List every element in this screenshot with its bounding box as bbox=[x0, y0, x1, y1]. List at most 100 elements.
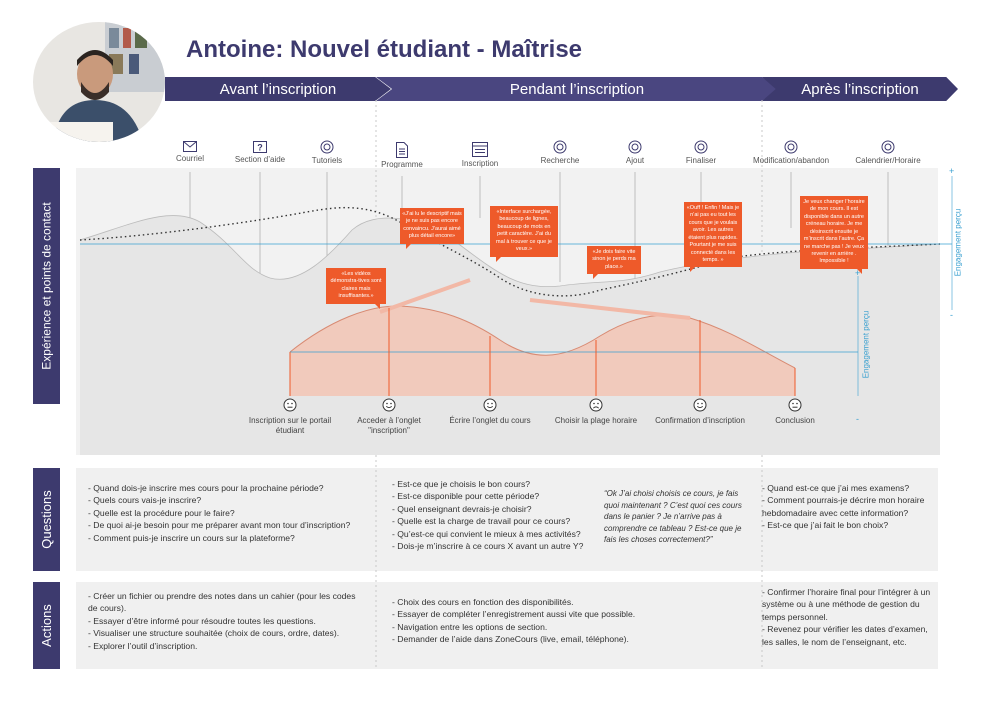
milestone-label: Choisir la plage horaire bbox=[554, 416, 638, 425]
form-icon bbox=[472, 142, 488, 157]
touchpoint-program: Programme bbox=[352, 142, 452, 169]
phase-after-registration: Après l’inscription bbox=[762, 77, 958, 101]
actions-before: - Créer un fichier ou prendre des notes … bbox=[88, 590, 358, 652]
student-quote: “Ok J’ai choisi choisis ce cours, je fai… bbox=[604, 489, 742, 545]
questions-during: - Est-ce que je choisis le bon cours? - … bbox=[392, 478, 604, 553]
svg-text:?: ? bbox=[257, 143, 263, 153]
action-item: - Demander de l’aide dans ZoneCours (liv… bbox=[392, 634, 629, 645]
touchpoint-email: Courriel bbox=[140, 141, 240, 163]
touchpoint-label: Modification/abandon bbox=[752, 156, 830, 165]
touchpoint-search: Recherche bbox=[510, 140, 610, 165]
section-actions: Actions bbox=[33, 582, 60, 669]
target-icon bbox=[784, 140, 798, 154]
milestone-time-slot: Choisir la plage horaire bbox=[546, 398, 646, 426]
neutral-face-icon bbox=[788, 398, 802, 412]
action-item: - Confirmer l’horaire final pour l’intég… bbox=[762, 587, 931, 622]
touchpoint-label: Inscription bbox=[461, 159, 499, 168]
milestone-label: Écrire l’onglet du cours bbox=[449, 416, 531, 425]
quote-bubble-videos: «Les vidéos démonstra-tives sont claires… bbox=[326, 268, 386, 309]
touchpoint-modification: Modification/abandon bbox=[741, 140, 841, 165]
actions-panel bbox=[76, 582, 938, 669]
sad-face-icon bbox=[589, 398, 603, 412]
question-item: - Quels cours vais-je inscrire? bbox=[88, 495, 202, 506]
milestone-course-tab: Écrire l’onglet du cours bbox=[440, 398, 540, 426]
touchpoint-finalize: Finaliser bbox=[651, 140, 751, 165]
engagement-label-top: Engagement perçu bbox=[953, 208, 963, 277]
touchpoint-label: Tutoriels bbox=[311, 156, 343, 165]
neutral-face-icon bbox=[283, 398, 297, 412]
milestone-label: Confirmation d’inscription bbox=[655, 416, 745, 425]
mail-icon bbox=[183, 141, 197, 152]
questions-after: - Quand est-ce que j’ai mes examens? - C… bbox=[762, 482, 930, 532]
touchpoint-label: Finaliser bbox=[685, 156, 717, 165]
touchpoint-label: Recherche bbox=[540, 156, 580, 165]
action-item: - Essayer de compléter l’enregistrement … bbox=[392, 609, 636, 620]
engagement-minus-bottom: - bbox=[856, 414, 859, 424]
target-icon bbox=[628, 140, 642, 154]
section-questions: Questions bbox=[33, 468, 60, 571]
engagement-plus-top: + bbox=[949, 166, 955, 176]
touchpoint-label: Programme bbox=[381, 160, 423, 169]
actions-after: - Confirmer l’horaire final pour l’intég… bbox=[762, 586, 934, 648]
milestone-label: Acceder à l’onglet "inscription" bbox=[357, 416, 421, 435]
touchpoint-label: Section d’aide bbox=[234, 155, 286, 164]
question-item: - Dois-je m’inscrire à ce cours X avant … bbox=[392, 541, 584, 552]
question-item: - Comment pourrais-je décrire mon horair… bbox=[762, 495, 925, 518]
milestone-label: Inscription sur le portail étudiant bbox=[248, 416, 332, 435]
touchpoint-add: Ajout bbox=[585, 140, 685, 165]
question-item: - Quel enseignant devrais-je choisir? bbox=[392, 503, 532, 514]
action-item: - Créer un fichier ou prendre des notes … bbox=[88, 591, 356, 614]
engagement-minus-top: - bbox=[950, 310, 953, 320]
action-item: - Navigation entre les options de sectio… bbox=[392, 621, 548, 632]
question-item: - De quoi ai-je besoin pour me préparer … bbox=[88, 520, 351, 531]
question-item: - Qu’est-ce qui convient le mieux à mes … bbox=[392, 528, 581, 539]
target-icon bbox=[694, 140, 708, 154]
document-icon bbox=[396, 142, 408, 158]
touchpoint-label: Courriel bbox=[175, 154, 204, 163]
target-icon bbox=[881, 140, 895, 154]
happy-face-icon bbox=[382, 398, 396, 412]
touchpoint-label: Ajout bbox=[625, 156, 645, 165]
happy-face-icon bbox=[483, 398, 497, 412]
milestone-portal: Inscription sur le portail étudiant bbox=[240, 398, 340, 435]
action-item: - Explorer l’outil d’inscription. bbox=[88, 640, 198, 651]
phase-before-registration: Avant l’inscription bbox=[165, 77, 391, 101]
questions-before: - Quand dois-je inscrire mes cours pour … bbox=[88, 482, 364, 544]
touchpoint-calendar: Calendrier/Horaire bbox=[838, 140, 938, 165]
quote-bubble-program: «J’ai lu le descriptif mais je ne suis p… bbox=[400, 208, 464, 249]
quote-bubble-interface: «Interface surchargée, beaucoup de ligne… bbox=[490, 206, 558, 262]
action-item: - Revenez pour vérifier les dates d’exam… bbox=[762, 624, 928, 647]
action-item: - Essayer d’être informé pour résoudre t… bbox=[88, 615, 316, 626]
help-icon: ? bbox=[253, 141, 267, 153]
quote-bubble-hurry: «Je dois faire vite sinon je perds ma pl… bbox=[587, 246, 641, 280]
question-item: - Quand est-ce que j’ai mes examens? bbox=[762, 483, 910, 493]
target-icon bbox=[320, 140, 334, 154]
question-item: - Comment puis-je inscrire un cours sur … bbox=[88, 532, 295, 543]
target-icon bbox=[553, 140, 567, 154]
page-title: Antoine: Nouvel étudiant - Maîtrise bbox=[186, 36, 583, 63]
question-item: - Quelle est la procédure pour le faire? bbox=[88, 507, 235, 518]
milestone-conclusion: Conclusion bbox=[745, 398, 845, 426]
action-item: - Visualiser une structure souhaitée (ch… bbox=[88, 628, 340, 639]
quote-bubble-finalize: «Ouff ! Enfin ! Mais je n’ai pas eu tout… bbox=[684, 202, 742, 273]
touchpoint-label: Calendrier/Horaire bbox=[855, 156, 921, 165]
question-item: - Quand dois-je inscrire mes cours pour … bbox=[88, 483, 324, 493]
milestone-label: Conclusion bbox=[775, 416, 815, 425]
question-item: - Est-ce que j’ai fait le bon choix? bbox=[762, 520, 889, 531]
milestone-registration-tab: Acceder à l’onglet "inscription" bbox=[339, 398, 439, 435]
touchpoint-tutorials: Tutoriels bbox=[277, 140, 377, 165]
phase-during-registration: Pendant l’inscription bbox=[376, 77, 778, 101]
milestone-confirmation: Confirmation d’inscription bbox=[650, 398, 750, 426]
question-item: - Est-ce que je choisis le bon cours? bbox=[392, 479, 531, 489]
engagement-label-bottom: Engagement perçu bbox=[861, 310, 871, 379]
section-experience: Expérience et points de contact bbox=[33, 168, 60, 404]
quote-bubble-modification: Je veux changer l’horaire de mon cours. … bbox=[800, 196, 868, 274]
action-item: - Choix des cours en fonction des dispon… bbox=[392, 597, 574, 607]
touchpoint-registration: Inscription bbox=[430, 142, 530, 168]
happy-face-icon bbox=[693, 398, 707, 412]
actions-during: - Choix des cours en fonction des dispon… bbox=[392, 596, 692, 646]
questions-panel bbox=[76, 468, 938, 571]
question-item: - Est-ce disponible pour cette période? bbox=[392, 491, 540, 502]
question-item: - Quelle est la charge de travail pour c… bbox=[392, 516, 571, 527]
